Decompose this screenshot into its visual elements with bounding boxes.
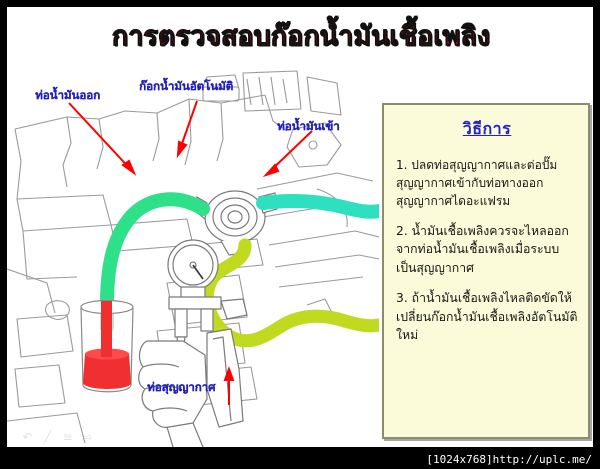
pencil-icon[interactable]: ╱ xyxy=(43,430,52,444)
method-step-3: 3. ถ้าน้ำมันเชื้อเพลิงไหลติดขัดให้เปลี่ย… xyxy=(396,291,578,343)
method-step-2: 2. น้ำมันเชื้อเพลิงควรจะไหลออกจากท่อน้ำม… xyxy=(396,224,569,275)
drawing-toolbar: ↶ ╱ ≡ ⇨ xyxy=(21,431,94,444)
callout-label-automatic-fuel-tap: ก๊อกน้ำมันอัตโนมัติ xyxy=(139,79,234,93)
watermark-resolution: [1024x768] xyxy=(426,453,493,466)
lines-icon[interactable]: ≡ xyxy=(62,430,73,444)
watermark-url: http://uplc.me/ xyxy=(492,453,592,466)
hand xyxy=(138,328,244,447)
callout-label-fuel-inlet-hose: ท่อน้ำมันเข้า xyxy=(277,119,340,133)
method-panel: วิธีการ 1. ปลดท่อสุญญากาศและต่อปั๊มสุญญา… xyxy=(382,103,590,439)
watermark-bar: [1024x768]http://uplc.me/ xyxy=(426,453,592,466)
fuel-outlet-hose-path xyxy=(100,192,210,334)
slide-page: การตรวจสอบก๊อกน้ำมันเชื้อเพลิง xyxy=(6,6,594,448)
fuel-inlet-hose-path xyxy=(256,193,379,219)
arrow-icon[interactable]: ⇨ xyxy=(82,430,93,444)
callout-label-fuel-outlet-hose: ท่อน้ำมันออก xyxy=(35,88,101,102)
beaker-with-fuel xyxy=(80,299,134,393)
hand-vacuum-pump xyxy=(167,239,248,354)
diagram-illustration xyxy=(7,69,379,447)
callout-arrows xyxy=(68,100,313,405)
method-panel-heading: วิธีการ xyxy=(462,119,512,138)
method-step-1: 1. ปลดท่อสุญญากาศและต่อปั๊มสุญญากาศเข้าก… xyxy=(396,158,558,208)
callout-label-vacuum-hose: ท่อสุญญากาศ xyxy=(147,380,216,394)
page-title: การตรวจสอบก๊อกน้ำมันเชื้อเพลิง xyxy=(111,21,491,53)
arrow-outlet xyxy=(68,102,135,174)
undo-icon[interactable]: ↶ xyxy=(22,430,33,444)
